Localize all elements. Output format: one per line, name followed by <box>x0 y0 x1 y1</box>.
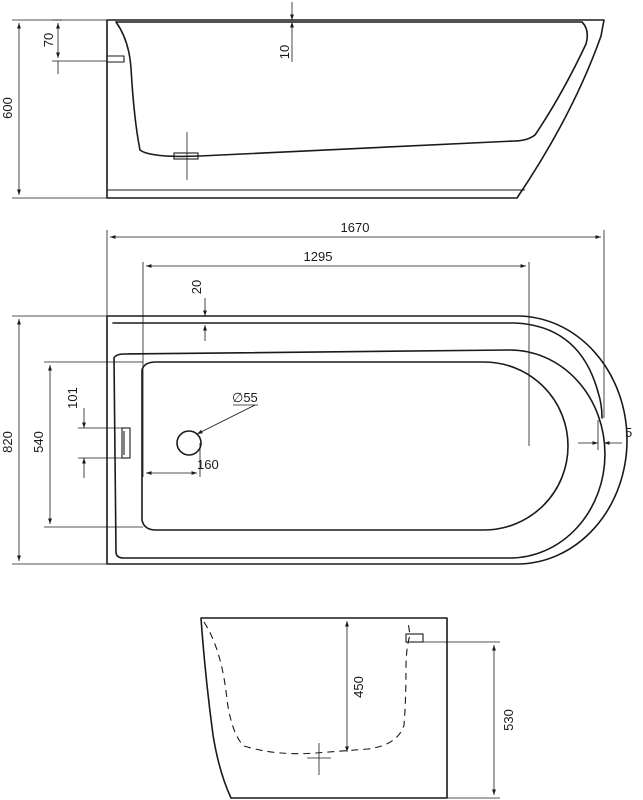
top-view-outer-shell <box>106 315 628 565</box>
dim-10-label: 10 <box>277 45 292 59</box>
top-view-rim <box>112 322 603 419</box>
dim-540-label: 540 <box>31 431 46 453</box>
drain-hole <box>176 430 202 456</box>
dim-1670-label: 1670 <box>341 220 370 235</box>
dim-600-label: 600 <box>0 97 15 119</box>
dim-160-label: 160 <box>197 457 219 472</box>
top-view-basin-inner <box>141 361 569 531</box>
dim-530-label: 530 <box>501 709 516 731</box>
top-view-basin-outer <box>113 349 606 559</box>
dim-1295-label: 1295 <box>304 249 333 264</box>
side-view <box>12 2 605 199</box>
end-view-inner-basin <box>203 621 411 755</box>
side-view-inner-basin <box>115 21 589 158</box>
side-view-outer-shell <box>106 19 605 199</box>
overflow-fitting-plan <box>121 427 131 459</box>
dim-70-label: 70 <box>41 33 56 47</box>
dim-101-label: 101 <box>65 387 80 409</box>
dim-55-label: ∅55 <box>232 390 258 405</box>
dim-450-label: 450 <box>351 676 366 698</box>
dim-55-leader <box>196 404 256 435</box>
end-view-outer-shell <box>200 617 448 799</box>
end-view-overflow <box>405 633 424 643</box>
top-view <box>12 230 628 565</box>
end-view <box>200 617 500 799</box>
dim-20-label: 20 <box>189 280 204 294</box>
dim-820-label: 820 <box>0 431 15 453</box>
drain-fitting <box>173 152 199 160</box>
dim-5-label: 5 <box>625 425 632 440</box>
overflow-fitting-side <box>107 55 125 63</box>
